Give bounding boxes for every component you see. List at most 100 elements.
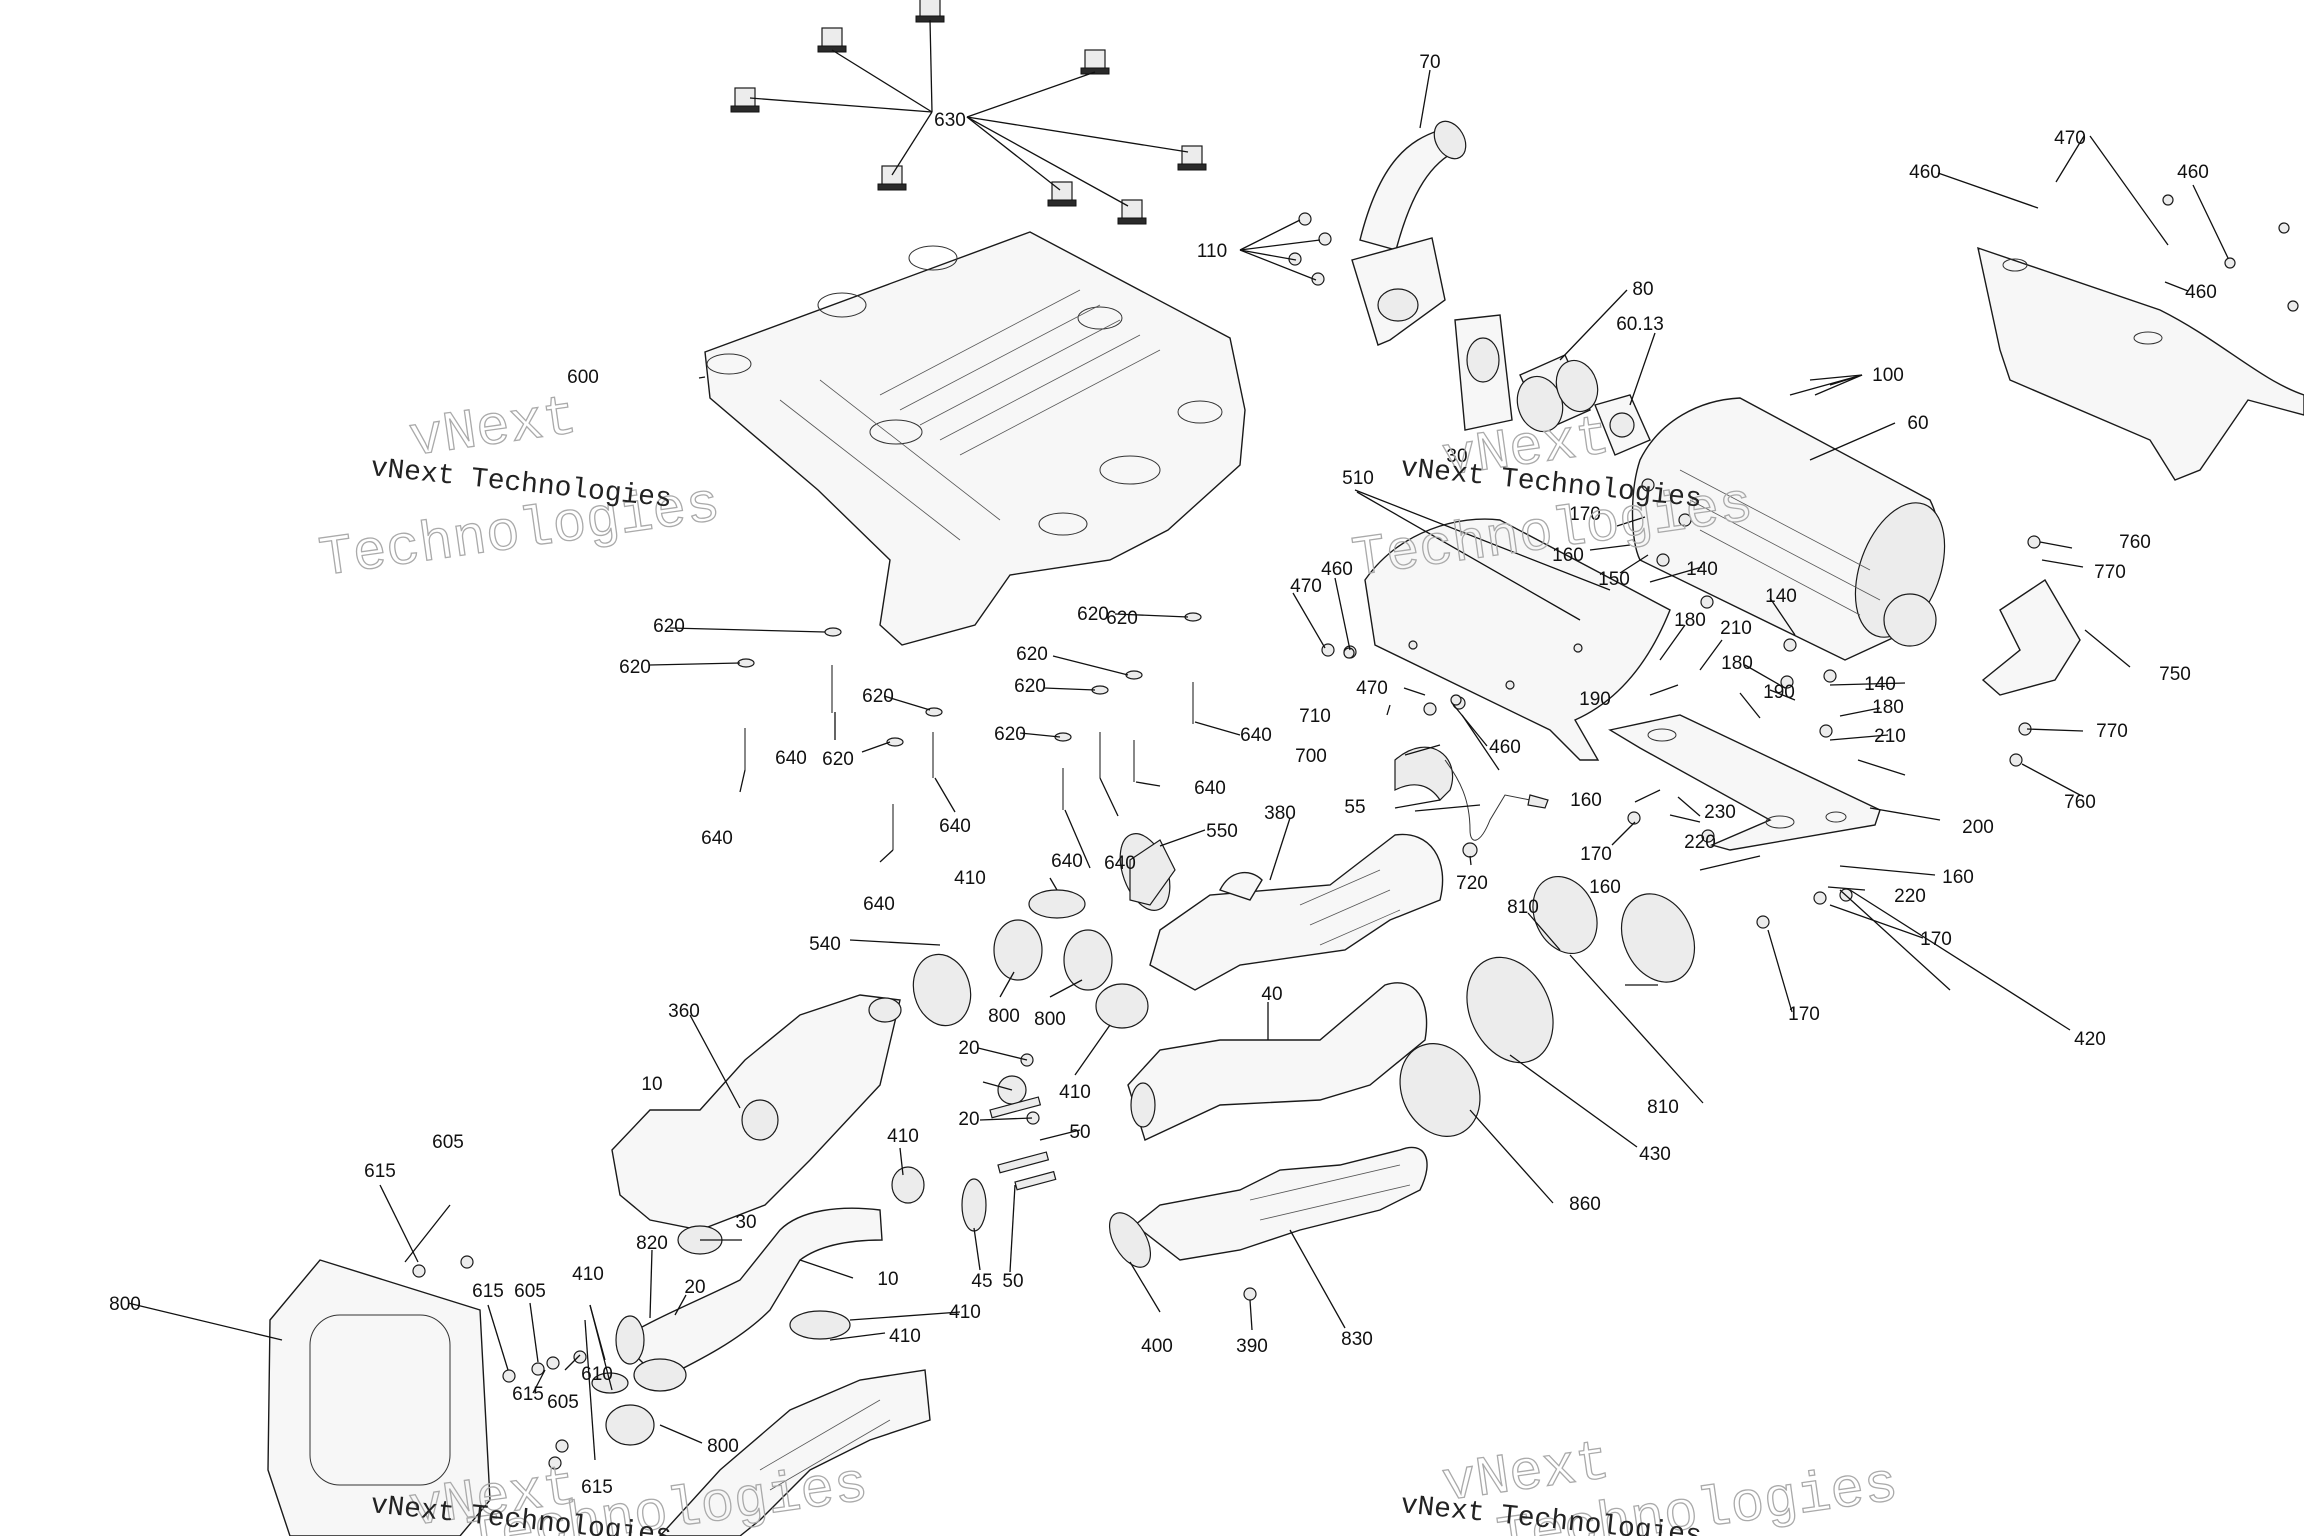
part-label-640: 640 bbox=[1194, 778, 1226, 799]
part-label-820: 820 bbox=[636, 1233, 668, 1254]
part-label-620: 620 bbox=[1077, 604, 1109, 625]
part-label-410: 410 bbox=[1059, 1082, 1091, 1103]
clamps bbox=[591, 833, 1696, 1446]
part-label-615: 615 bbox=[472, 1281, 504, 1302]
gasket-plate bbox=[1454, 314, 1513, 431]
part-label-400: 400 bbox=[1141, 1336, 1173, 1357]
pipe-30 bbox=[618, 1207, 883, 1381]
part-label-410: 410 bbox=[949, 1302, 981, 1323]
push-fasteners-630 bbox=[730, 0, 1207, 225]
part-label-470: 470 bbox=[2054, 128, 2086, 149]
part-label-830: 830 bbox=[1341, 1329, 1373, 1350]
part-label-700: 700 bbox=[1295, 746, 1327, 767]
part-label-380: 380 bbox=[1264, 803, 1296, 824]
part-label-20: 20 bbox=[684, 1277, 705, 1298]
part-label-640: 640 bbox=[939, 816, 971, 837]
part-label-640: 640 bbox=[701, 828, 733, 849]
part-label-30: 30 bbox=[1446, 446, 1467, 467]
part-label-210: 210 bbox=[1720, 618, 1752, 639]
part-label-770: 770 bbox=[2094, 562, 2126, 583]
part-label-620: 620 bbox=[1106, 608, 1138, 629]
part-label-160: 160 bbox=[1942, 867, 1974, 888]
part-label-605: 605 bbox=[432, 1132, 464, 1153]
part-label-40: 40 bbox=[1261, 984, 1282, 1005]
part-label-800: 800 bbox=[1034, 1009, 1066, 1030]
part-label-60: 60 bbox=[1907, 413, 1928, 434]
elbow-tube-70 bbox=[1351, 120, 1467, 346]
short-tube-80 bbox=[1516, 354, 1599, 433]
part-label-800: 800 bbox=[109, 1294, 141, 1315]
part-label-160: 160 bbox=[1589, 877, 1621, 898]
part-label-180: 180 bbox=[1674, 610, 1706, 631]
part-label-615: 615 bbox=[364, 1161, 396, 1182]
skid-plate-600 bbox=[704, 231, 1246, 646]
exhaust-section-390 bbox=[1133, 1146, 1428, 1261]
part-label-140: 140 bbox=[1864, 674, 1896, 695]
part-label-160: 160 bbox=[1570, 790, 1602, 811]
part-label-10: 10 bbox=[877, 1269, 898, 1290]
plate-610 bbox=[267, 1259, 491, 1536]
part-label-800: 800 bbox=[707, 1436, 739, 1457]
part-label-600: 600 bbox=[567, 367, 599, 388]
part-label-640: 640 bbox=[863, 894, 895, 915]
part-label-230: 230 bbox=[1704, 802, 1736, 823]
part-label-170: 170 bbox=[1569, 504, 1601, 525]
part-label-430: 430 bbox=[1639, 1144, 1671, 1165]
part-label-620: 620 bbox=[862, 686, 894, 707]
part-label-140: 140 bbox=[1765, 586, 1797, 607]
part-label-55: 55 bbox=[1344, 797, 1365, 818]
muffler-60 bbox=[1631, 397, 1946, 661]
part-label-180: 180 bbox=[1721, 653, 1753, 674]
part-label-150: 150 bbox=[1598, 569, 1630, 590]
part-label-810: 810 bbox=[1507, 897, 1539, 918]
part-label-460: 460 bbox=[1321, 559, 1353, 580]
part-label-620: 620 bbox=[1016, 644, 1048, 665]
lower-exhaust-tube bbox=[659, 1369, 931, 1536]
part-label-640: 640 bbox=[1104, 853, 1136, 874]
part-label-470: 470 bbox=[1356, 678, 1388, 699]
part-label-410: 410 bbox=[954, 868, 986, 889]
part-label-20: 20 bbox=[958, 1109, 979, 1130]
part-label-510: 510 bbox=[1342, 468, 1374, 489]
part-label-470: 470 bbox=[1290, 576, 1322, 597]
part-label-80: 80 bbox=[1632, 279, 1653, 300]
part-label-550: 550 bbox=[1206, 821, 1238, 842]
part-label-540: 540 bbox=[809, 934, 841, 955]
leader-lines bbox=[127, 19, 2229, 1461]
part-label-460: 460 bbox=[1489, 737, 1521, 758]
part-label-720: 720 bbox=[1456, 873, 1488, 894]
part-label-50: 50 bbox=[1069, 1122, 1090, 1143]
part-label-615: 615 bbox=[512, 1384, 544, 1405]
part-label-220: 220 bbox=[1684, 832, 1716, 853]
part-label-620: 620 bbox=[994, 724, 1026, 745]
part-label-45: 45 bbox=[971, 1271, 992, 1292]
part-label-10: 10 bbox=[641, 1074, 662, 1095]
part-label-460: 460 bbox=[1909, 162, 1941, 183]
part-label-760: 760 bbox=[2119, 532, 2151, 553]
part-label-605: 605 bbox=[514, 1281, 546, 1302]
part-label-640: 640 bbox=[1240, 725, 1272, 746]
part-label-170: 170 bbox=[1788, 1004, 1820, 1025]
part-label-20: 20 bbox=[958, 1038, 979, 1059]
part-label-770: 770 bbox=[2096, 721, 2128, 742]
part-label-620: 620 bbox=[822, 749, 854, 770]
part-label-210: 210 bbox=[1874, 726, 1906, 747]
bolts-640 bbox=[744, 665, 1194, 850]
part-label-460: 460 bbox=[2185, 282, 2217, 303]
part-label-410: 410 bbox=[572, 1264, 604, 1285]
part-label-170: 170 bbox=[1920, 929, 1952, 950]
part-label-410: 410 bbox=[889, 1326, 921, 1347]
bracket-200 bbox=[1608, 714, 1881, 851]
part-label-410: 410 bbox=[887, 1126, 919, 1147]
heat-shield-510 bbox=[1364, 518, 1671, 761]
part-label-70: 70 bbox=[1419, 52, 1440, 73]
part-label-610: 610 bbox=[581, 1364, 613, 1385]
part-label-620: 620 bbox=[619, 657, 651, 678]
part-label-50: 50 bbox=[1002, 1271, 1023, 1292]
part-label-390: 390 bbox=[1236, 1336, 1268, 1357]
part-label-760: 760 bbox=[2064, 792, 2096, 813]
part-label-640: 640 bbox=[775, 748, 807, 769]
part-labels: 630701104604704604606008060.131006030510… bbox=[109, 52, 2217, 1498]
